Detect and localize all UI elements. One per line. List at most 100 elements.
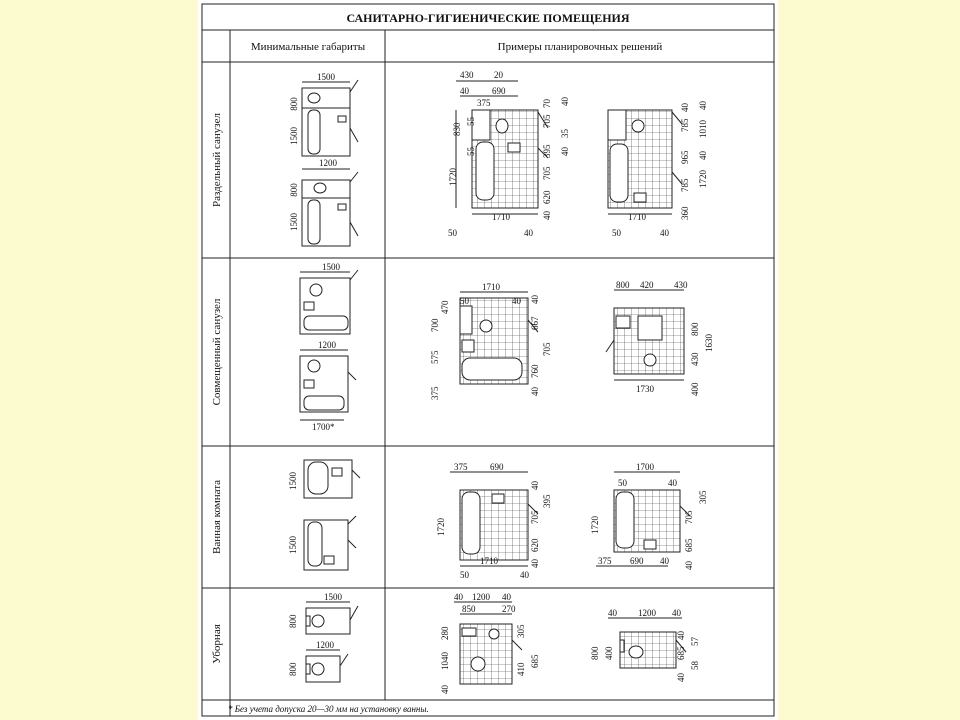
footnote: * Без учета допуска 20—30 мм на установк… [228, 704, 429, 714]
dim: 50 [612, 228, 622, 238]
dim: 1720 [698, 170, 708, 189]
row3-minimal-dims: 1500 1500 [288, 472, 298, 555]
row2-minimal-plans [299, 269, 359, 413]
dim: 1500 [317, 72, 336, 82]
dim: 40 [698, 151, 708, 161]
dim: 1710 [482, 282, 501, 292]
dim: 705 [542, 114, 552, 128]
drawing-sheet: САНИТАРНО-ГИГИЕНИЧЕСКИЕ ПОМЕЩЕНИЯ Минима… [198, 0, 778, 720]
dim: 1720 [436, 518, 446, 537]
dim: 40 [560, 147, 570, 157]
dim: 40 [524, 228, 534, 238]
row4-minimal-plans [305, 605, 359, 683]
dim: 40 [460, 86, 470, 96]
dim: 430 [674, 280, 688, 290]
row-label-combined: Совмещенный санузел [211, 298, 223, 405]
dim: 690 [630, 556, 644, 566]
dim: 800 [288, 662, 298, 676]
dim: 40 [680, 103, 690, 113]
row-label-toilet: Уборная [211, 624, 223, 664]
dim: 40 [530, 387, 540, 397]
row2-minimal-dims: 1500 1200 1700* [300, 262, 350, 432]
row1-minimal-plans [301, 79, 359, 247]
dim: 1710 [492, 212, 511, 222]
dim: 40 [660, 228, 670, 238]
dim: 360 [680, 206, 690, 220]
dim: 1700 [636, 462, 655, 472]
dim: 1200 [318, 340, 337, 350]
dim: 1710 [480, 556, 499, 566]
dim: 400 [690, 382, 700, 396]
dim: 850 [462, 604, 476, 614]
dim: 430 [460, 70, 474, 80]
row-label-bathroom: Ванная комната [211, 480, 223, 554]
dim: 40 [672, 608, 682, 618]
dim: 685 [684, 538, 694, 552]
dim: 40 [668, 478, 678, 488]
dim: 375 [598, 556, 612, 566]
dim: 575 [430, 350, 440, 364]
dim: 395 [542, 144, 552, 158]
dim: 70 [542, 99, 552, 109]
row1-minimal-dims: 1500 800 1500 1200 800 1500 [289, 72, 350, 231]
dim: 1630 [704, 334, 714, 353]
row4-example2-plan [619, 631, 687, 669]
row3-minimal-plans [303, 459, 361, 571]
dim: 700 [430, 318, 440, 332]
table-title: САНИТАРНО-ГИГИЕНИЧЕСКИЕ ПОМЕЩЕНИЯ [346, 11, 629, 25]
dim: 280 [440, 626, 450, 640]
dim: 40 [502, 592, 512, 602]
dim: 965 [680, 150, 690, 164]
dim: 50 [448, 228, 458, 238]
dim: 1500 [288, 472, 298, 491]
dim: 1730 [636, 384, 655, 394]
row1-example1-plan [471, 109, 549, 209]
row1-example2-dims: 40 785 40 1010 965 40 785 1720 360 1710 … [608, 101, 708, 238]
dim: 40 [512, 296, 522, 306]
dim: 35 [560, 129, 570, 139]
dim: 50 [460, 296, 470, 306]
dim: 1500 [289, 127, 299, 146]
dim: 40 [530, 481, 540, 491]
dim: 620 [542, 190, 552, 204]
dim: 420 [640, 280, 654, 290]
dim: 1200 [638, 608, 657, 618]
dim: 1500 [289, 213, 299, 232]
dim: 800 [590, 646, 600, 660]
row2-example2-dims: 800 420 430 430 800 1630 1730 400 [614, 280, 714, 396]
dim: 667 [530, 316, 540, 330]
dim: 270 [502, 604, 516, 614]
dim: 40 [676, 631, 686, 641]
dim: 40 [608, 608, 618, 618]
table-grid [201, 3, 775, 717]
dim: 800 [616, 280, 630, 290]
row4-minimal-dims: 1500 800 1200 800 [288, 592, 350, 676]
dim: 50 [618, 478, 628, 488]
dim: 760 [530, 364, 540, 378]
dim: 1720 [448, 168, 458, 187]
dim: 800 [288, 614, 298, 628]
dim: 55 [466, 117, 476, 127]
dim: 55 [466, 147, 476, 157]
dim: 705 [542, 166, 552, 180]
row4-example1-dims: 40 1200 40 850 270 280 305 1040 410 685 … [440, 592, 540, 694]
row3-example2-dims: 1700 50 40 305 1720 705 685 40 375 690 4… [590, 462, 708, 570]
dim: 785 [680, 178, 690, 192]
dim: 40 [560, 97, 570, 107]
dim: 40 [542, 211, 552, 221]
dim: 410 [516, 662, 526, 676]
dim: 1200 [316, 640, 335, 650]
row3-example1-dims: 375 690 40 395 1720 705 620 40 1710 50 4… [436, 462, 552, 580]
row1-example1-dims: 430 20 40 690 375 70 40 830 55 705 55 35… [448, 70, 570, 238]
dim: 785 [680, 118, 690, 132]
dim: 705 [684, 510, 694, 524]
dim: 40 [660, 556, 670, 566]
dim: 800 [690, 322, 700, 336]
dim: 375 [454, 462, 468, 472]
row4-example1-plan [459, 623, 523, 685]
dim: 40 [454, 592, 464, 602]
dim: 1500 [322, 262, 341, 272]
dim: 50 [460, 570, 470, 580]
dim: 1010 [698, 120, 708, 139]
dim: 40 [684, 561, 694, 571]
